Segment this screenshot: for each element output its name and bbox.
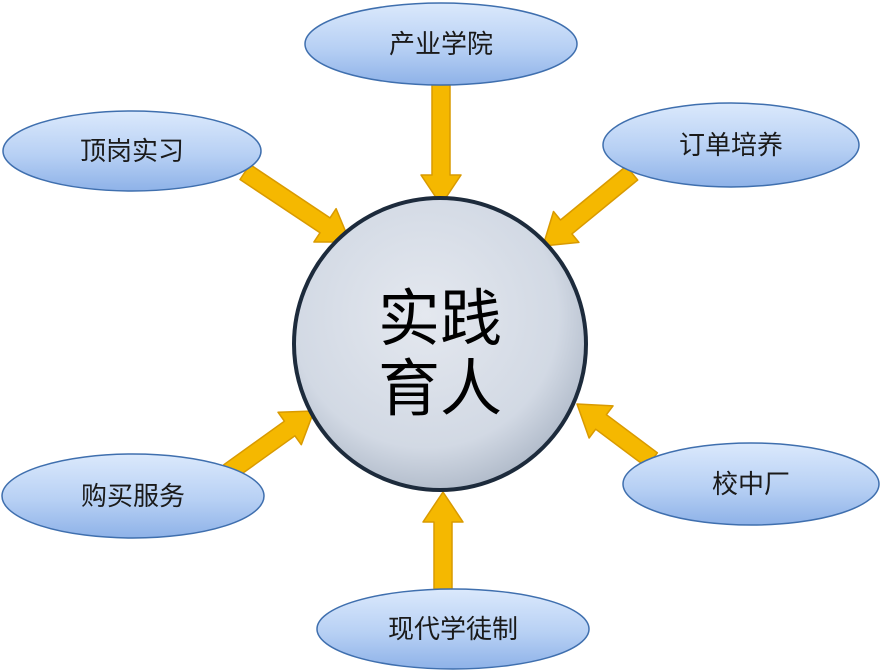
center-label-line1: 实践: [378, 282, 502, 355]
arrows-group: [223, 84, 659, 590]
node-label: 现代学徒制: [388, 615, 518, 645]
node-label: 顶岗实习: [80, 137, 184, 167]
node-label: 校中厂: [712, 470, 790, 500]
center-circle: [292, 196, 588, 492]
node-ellipse: [1, 453, 265, 539]
node-ellipse: [622, 442, 880, 526]
arrow-school-factory: [576, 403, 659, 468]
center-node: 实践 育人: [292, 196, 588, 492]
arrow-industry-college: [420, 84, 462, 206]
node-modern-apprenticeship: 现代学徒制: [316, 588, 590, 670]
arrow-order-training: [542, 165, 639, 247]
node-ellipse: [602, 102, 860, 188]
node-purchase-service: 购买服务: [1, 453, 265, 539]
node-school-factory: 校中厂: [622, 442, 880, 526]
node-label: 订单培养: [679, 131, 783, 161]
arrow-modern-apprentice: [422, 491, 464, 590]
arrow-internship: [239, 163, 351, 243]
node-ellipse: [316, 588, 590, 670]
node-internship: 顶岗实习: [2, 110, 262, 192]
node-label: 购买服务: [81, 482, 185, 512]
center-label-line2: 育人: [378, 352, 502, 425]
node-industry-college: 产业学院: [304, 2, 578, 86]
node-label: 产业学院: [389, 30, 493, 60]
node-ellipse: [304, 2, 578, 86]
node-order-training: 订单培养: [602, 102, 860, 188]
node-ellipse: [2, 110, 262, 192]
arrow-purchase-service: [223, 410, 315, 481]
